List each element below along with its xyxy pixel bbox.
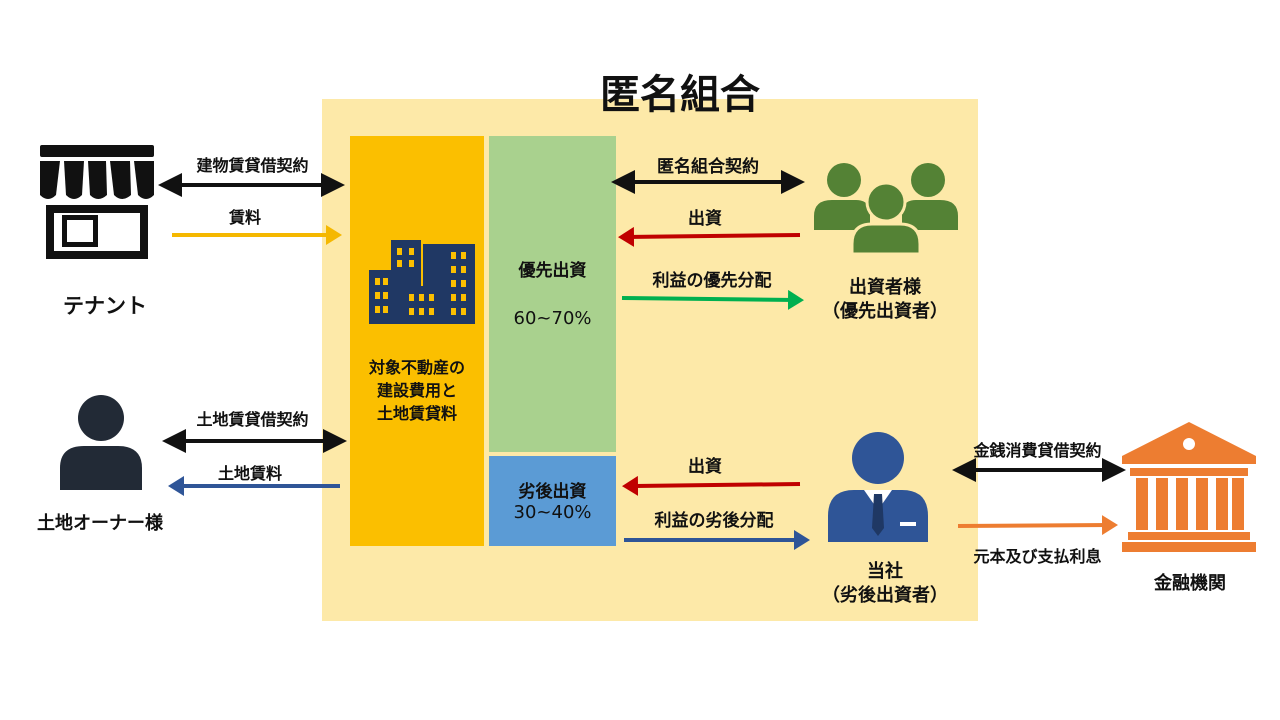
senior-investment-box	[489, 136, 616, 452]
company-investment-arrow	[622, 475, 801, 496]
company-investment-label: 出資	[688, 457, 722, 477]
property-cost-line2: 建設費用と	[376, 381, 457, 400]
senior-investment-ratio: 60~70%	[513, 308, 592, 329]
senior-distribution-arrow	[621, 289, 804, 310]
senior-investment-label: 優先出資	[518, 261, 587, 281]
junior-investment-box	[489, 456, 616, 546]
storefront-icon	[40, 145, 154, 259]
diagram-title: 匿名組合	[600, 72, 760, 118]
bank-icon	[1122, 422, 1256, 552]
junior-investment-label: 劣後出資	[518, 482, 587, 502]
buildings-icon	[369, 240, 475, 324]
landowner-label: 土地オーナー様	[37, 513, 163, 534]
company-name-line1: 当社	[867, 561, 903, 582]
investors-name-line2: （優先出資者）	[822, 301, 948, 322]
building-lease-label: 建物賃貸借契約	[196, 156, 309, 175]
investors-name: 出資者様 （優先出資者）	[800, 276, 970, 324]
businessman-icon	[828, 432, 928, 542]
landowner-person-icon	[60, 395, 142, 490]
investor-investment-arrow	[618, 226, 801, 247]
rent-label: 賃料	[228, 208, 261, 227]
company-name: 当社 （劣後出資者）	[800, 560, 970, 608]
property-cost-text: 対象不動産の 建設費用と 土地賃貸料	[350, 356, 484, 425]
junior-investment-ratio: 30~40%	[513, 502, 592, 523]
partnership-contract-label: 匿名組合契約	[657, 157, 759, 177]
senior-distribution-label: 利益の優先分配	[652, 271, 772, 291]
bank-name: 金融機関	[1154, 573, 1226, 594]
loan-contract-label: 金銭消費貸借契約	[973, 441, 1102, 460]
repayment-label: 元本及び支払利息	[973, 547, 1102, 566]
property-cost-box	[350, 136, 484, 546]
company-name-line2: （劣後出資者）	[822, 585, 948, 606]
land-rent-label: 土地賃料	[217, 464, 282, 483]
property-cost-line3: 土地賃貸料	[376, 404, 457, 423]
junior-distribution-label: 利益の劣後分配	[654, 511, 774, 531]
investor-investment-label: 出資	[688, 209, 722, 229]
investors-name-line1: 出資者様	[849, 277, 921, 298]
investors-group-icon	[814, 163, 958, 254]
land-lease-label: 土地賃貸借契約	[196, 410, 309, 429]
repayment-arrow	[957, 515, 1118, 536]
property-cost-line1: 対象不動産の	[368, 358, 465, 377]
tenant-label: テナント	[63, 294, 147, 318]
